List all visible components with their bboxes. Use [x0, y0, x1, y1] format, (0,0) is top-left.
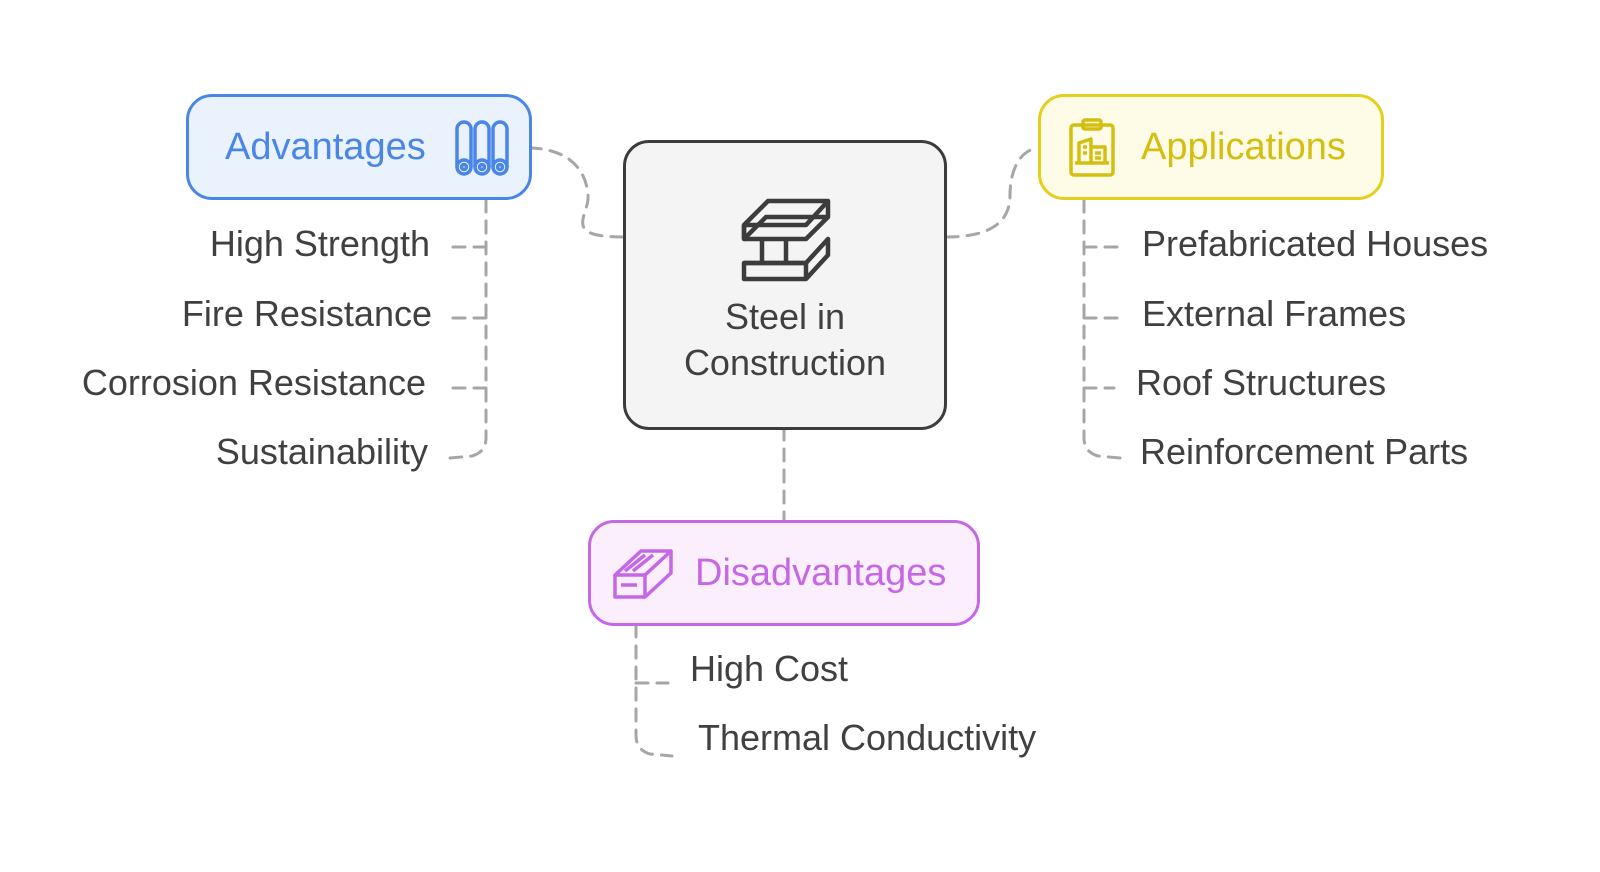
steel-pipes-icon — [455, 120, 509, 176]
applications-title: Applications — [1141, 126, 1346, 168]
steel-beam-bar-icon — [613, 549, 673, 599]
advantage-item-fire-resistance: Fire Resistance — [181, 293, 432, 334]
disadvantage-item-high-cost: High Cost — [690, 648, 849, 689]
advantages-node[interactable]: Advantages — [186, 94, 532, 200]
disadvantages-title: Disadvantages — [695, 552, 947, 594]
application-item-external-frames: External Frames — [1142, 293, 1407, 334]
building-plan-clipboard-icon — [1069, 118, 1115, 177]
disadvantage-item-thermal-conductivity: Thermal Conductivity — [698, 717, 1037, 758]
application-item-prefabricated-houses: Prefabricated Houses — [1142, 223, 1489, 264]
application-item-roof-structures: Roof Structures — [1136, 362, 1387, 403]
center-title-line-2: Construction — [683, 342, 887, 383]
advantage-item-corrosion-resistance: Corrosion Resistance — [81, 362, 426, 403]
advantage-item-high-strength: High Strength — [209, 223, 430, 264]
center-node[interactable]: Steel in Construction — [623, 140, 947, 430]
advantage-item-sustainability: Sustainability — [215, 431, 428, 472]
advantages-title: Advantages — [225, 126, 426, 168]
applications-node[interactable]: Applications — [1038, 94, 1384, 200]
connector-center-applications — [944, 146, 1040, 239]
application-item-reinforcement-parts: Reinforcement Parts — [1140, 431, 1469, 472]
connector-center-advantages — [530, 146, 625, 239]
connector-disadvantages-trunk — [634, 623, 674, 758]
connector-applications-trunk — [1082, 198, 1122, 460]
connector-advantages-trunk — [448, 198, 488, 460]
center-title-line-1: Steel in — [724, 296, 846, 337]
i-beam-icon — [741, 198, 831, 282]
disadvantages-node[interactable]: Disadvantages — [588, 520, 980, 626]
